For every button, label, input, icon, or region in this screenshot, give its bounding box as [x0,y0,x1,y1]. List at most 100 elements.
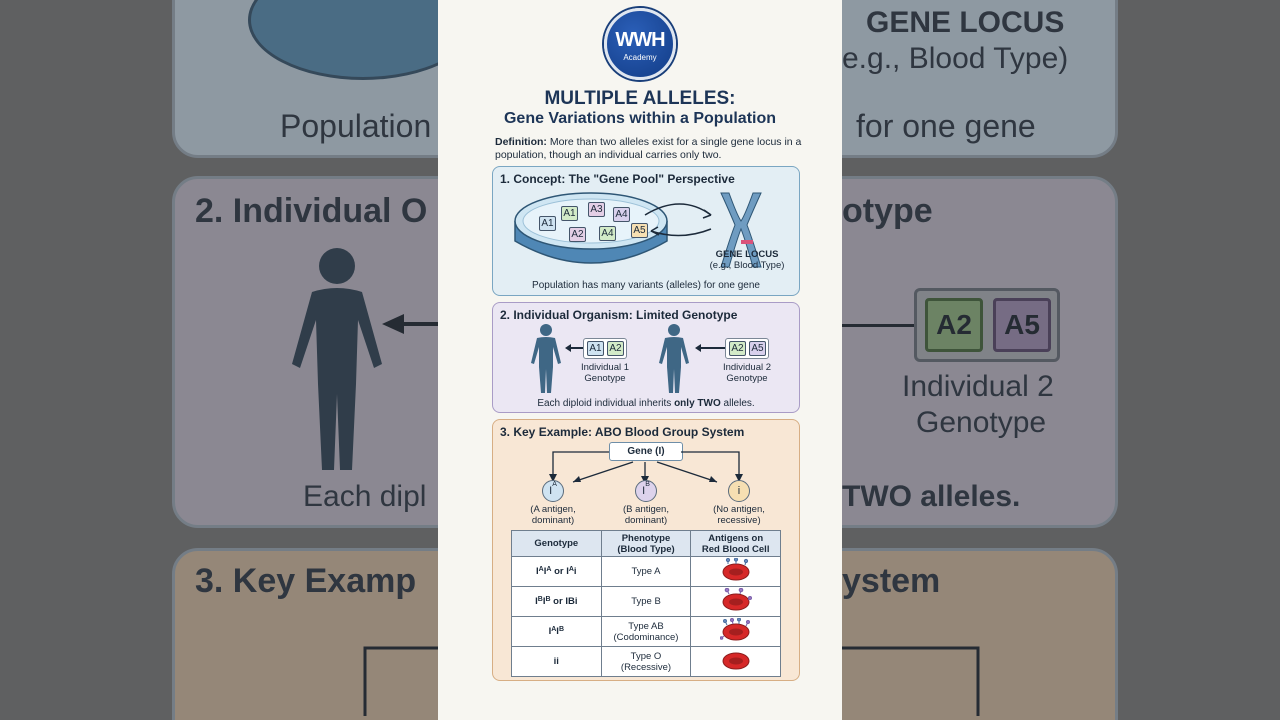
allele-ia-description: (A antigen,dominant) [530,504,576,526]
section-individual-caption: Each diploid individual inherits only TW… [537,398,755,409]
individual1-label: Individual 1 Genotype [570,362,640,384]
allele-chip-a3: A3 [588,202,605,217]
allele-chip-a4: A4 [599,226,616,241]
genotype-chip-a5: A5 [749,341,766,356]
bg-tree-line-right [842,646,980,716]
allele-chip-a5: A5 [631,223,648,238]
gene-locus-example: (e.g., Blood Type) [709,260,785,271]
rbc-type-o-icon [722,652,750,670]
page-subtitle: Gene Variations within a Population [503,110,777,127]
bg-individual2-label: Individual 2 [902,370,1054,403]
bg-human-silhouette-icon [292,248,382,470]
section-gene-pool-caption: Population has many variants (alleles) f… [532,280,760,291]
genotype-chip-a2: A2 [607,341,624,356]
bg-arrow-icon [382,314,438,334]
page-title: MULTIPLE ALLELES: [544,88,736,109]
allele-i-circle: i [728,480,750,502]
phenotype-cell: Type AB(Codominance) [600,616,692,647]
section-abo-title: 3. Key Example: ABO Blood Group System [500,425,745,439]
background-left-panel: Population 2. Individual O Each dipl 3. … [0,0,438,720]
bg-caption-right: for one gene [856,108,1036,144]
bg-caption-left: Population [280,108,432,144]
table-row: IAIB Type AB(Codominance) [511,616,781,647]
rbc-type-ab-icon [719,617,750,641]
individual1-genotype-box: A1 A2 [583,338,627,359]
allele-chip-a4: A4 [613,207,630,222]
section-individual-title: 2. Individual Organism: Limited Genotype [500,308,738,322]
rbc-type-a-icon [722,557,750,581]
allele-chip-a1: A1 [561,206,578,221]
phenotype-cell: Type B [600,586,692,617]
genotype-cell: IBIB or IBi [511,586,602,617]
table-row: IAIA or IAi Type A [511,556,781,587]
allele-i-description: (No antigen,recessive) [713,504,765,526]
individual2-genotype-box: A2 A5 [725,338,769,359]
bg-locus-heading: GENE LOCUS [866,6,1065,39]
bg-chip-a2: A2 [925,298,983,352]
background-right-panel: GENE LOCUS e.g., Blood Type) for one gen… [842,0,1280,720]
gene-locus-title: GENE LOCUS [715,249,779,260]
individual2-name: Individual 2 [722,362,772,373]
bg-connector-line [842,324,914,327]
individual1-name: Individual 1 [580,362,630,373]
rbc-cell [690,646,781,677]
bg-caption-two-alleles: TWO alleles. [842,480,1021,513]
logo-text: WWH [615,29,665,51]
bg-chip-a5: A5 [993,298,1051,352]
rbc-cell [690,586,781,617]
bg-caption-individual: Each dipl [303,480,427,513]
table-row: IBIB or IBi Type B [511,586,781,617]
bg-genotype-box: A2 A5 [914,288,1060,362]
section-gene-pool: 1. Concept: The "Gene Pool" Perspective … [492,166,800,296]
rbc-cell [690,556,781,587]
definition-text: Definition: More than two alleles exist … [495,136,805,162]
bg-heading-system: ystem [842,562,941,600]
table-header-row: Genotype Phenotype(Blood Type) Antigens … [511,530,781,557]
bg-heading-individual: 2. Individual O [195,192,428,230]
bg-card-abo [172,548,438,720]
logo-subtext: Academy [623,53,657,62]
allele-ib-circle: IB [635,480,657,502]
bg-heading-abo: 3. Key Examp [195,562,417,600]
genotype-cell: ii [511,646,602,677]
wwh-academy-logo: WWH Academy [604,8,676,80]
human-figure-icon [659,324,689,393]
arrow-left-icon [565,344,585,352]
bg-heading-genotype: otype [842,192,933,230]
table-row: ii Type O(Recessive) [511,646,781,677]
phenotype-cell: Type O(Recessive) [600,646,692,677]
chromosome-icon [720,192,762,268]
genotype-chip-a2: A2 [729,341,746,356]
bg-tree-line [363,646,438,716]
column-header-phenotype: Phenotype(Blood Type) [600,530,692,557]
definition-body: More than two alleles exist for a single… [495,136,802,161]
genotype-chip-a1: A1 [587,341,604,356]
gene-branch-arrows [549,451,743,484]
allele-ia-circle: IA [542,480,564,502]
section-individual-genotype: 2. Individual Organism: Limited Genotype… [492,302,800,413]
definition-label: Definition: [495,136,547,148]
column-header-genotype: Genotype [511,530,602,557]
genotype-cell: IAIA or IAi [511,556,602,587]
infographic-panel: WWH Academy MULTIPLE ALLELES: Gene Varia… [438,0,842,720]
bg-card-concept-right [842,0,1118,158]
allele-chip-a1: A1 [539,216,556,231]
bg-genotype-label: Genotype [916,406,1047,439]
individual2-genotype-label: Genotype [726,373,768,384]
human-figure-icon [531,324,561,393]
individual2-label: Individual 2 Genotype [712,362,782,384]
section-abo-system: 3. Key Example: ABO Blood Group System G… [492,419,800,681]
allele-chip-a2: A2 [569,227,586,242]
bg-card-abo-right [842,548,1118,720]
gene-locus-label: GENE LOCUS (e.g., Blood Type) [697,249,797,271]
section-gene-pool-title: 1. Concept: The "Gene Pool" Perspective [500,172,735,186]
rbc-cell [690,616,781,647]
arrow-left-icon [695,344,725,352]
bg-locus-sub: e.g., Blood Type) [842,42,1069,75]
abo-genotype-table: Genotype Phenotype(Blood Type) Antigens … [511,530,781,677]
allele-ib-description: (B antigen,dominant) [623,504,669,526]
genotype-cell: IAIB [511,616,602,647]
rbc-type-b-icon [722,587,752,611]
phenotype-cell: Type A [600,556,692,587]
